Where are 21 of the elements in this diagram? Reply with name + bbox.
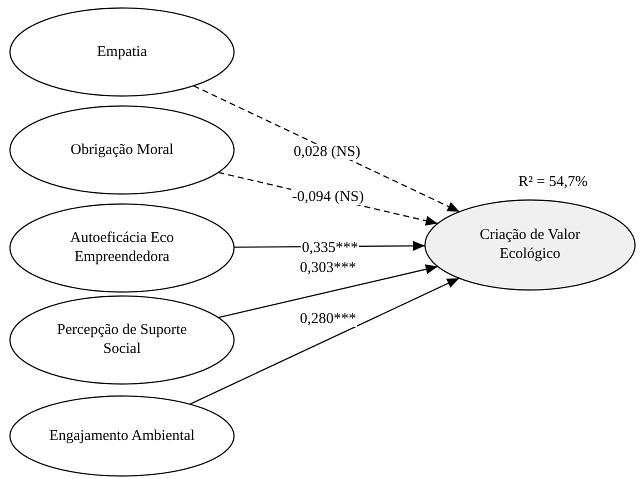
arrow xyxy=(218,264,438,318)
edge-label: 0,303*** xyxy=(298,260,358,276)
edge-label: 0,028 (NS) xyxy=(292,144,362,160)
ellipse-node xyxy=(9,7,235,97)
edge-label: 0,280*** xyxy=(298,311,358,327)
arrow xyxy=(190,278,460,405)
node-label: Engajamento Ambiental xyxy=(49,426,195,446)
edge-label: -0,094 (NS) xyxy=(291,189,365,205)
r-squared-note: R² = 54,7% xyxy=(518,174,588,191)
arrow xyxy=(193,85,460,212)
ellipse-node xyxy=(424,199,636,291)
node-label: Percepção de Suporte Social xyxy=(56,321,188,359)
ellipse-node xyxy=(9,295,235,385)
node-label: Empatia xyxy=(97,42,147,62)
edge-label: 0,335*** xyxy=(300,240,360,256)
ellipse-node xyxy=(9,203,235,293)
node-label: Obrigação Moral xyxy=(70,140,174,160)
node-label: Criação de Valor Ecológico xyxy=(478,226,582,264)
node-label: Autoeficácia Eco Empreendedora xyxy=(69,229,175,267)
ellipse-node xyxy=(9,395,235,477)
ellipse-node xyxy=(9,105,235,195)
